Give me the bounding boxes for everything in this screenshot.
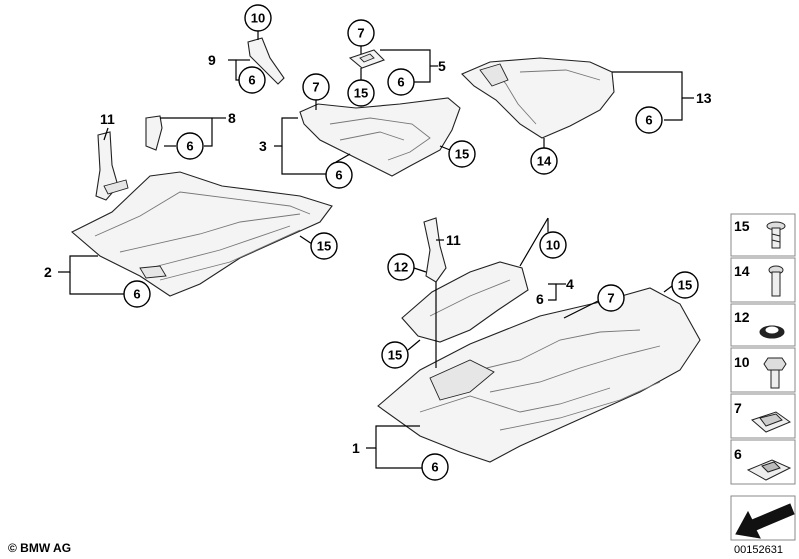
callout-10-top: 10 xyxy=(244,4,272,32)
label-8: 8 xyxy=(228,110,236,126)
arrow-icon xyxy=(730,495,796,541)
part-4-shield xyxy=(401,261,529,343)
callout-10-right: 10 xyxy=(539,231,567,259)
svg-text:10: 10 xyxy=(546,238,560,253)
legend-number: 6 xyxy=(734,446,742,462)
callout-6-part-13: 6 xyxy=(635,106,663,134)
label-2: 2 xyxy=(44,264,52,280)
label-1: 1 xyxy=(352,440,360,456)
callout-7-part-1: 7 xyxy=(597,284,625,312)
part-13-liner xyxy=(461,57,615,139)
part-2-underbody-shield-left xyxy=(71,171,333,297)
legend-item-15: 15 xyxy=(730,213,796,257)
callout-14: 14 xyxy=(530,147,558,175)
callout-6-part-9: 6 xyxy=(238,66,266,94)
callout-6-part-8: 6 xyxy=(176,132,204,160)
part-9-bracket xyxy=(247,37,285,85)
hex-bolt-icon xyxy=(763,357,787,389)
legend-item-12: 12 xyxy=(730,303,796,347)
svg-text:6: 6 xyxy=(645,113,652,128)
svg-text:7: 7 xyxy=(312,80,319,95)
callout-6-part-1: 6 xyxy=(421,453,449,481)
part-3-shield xyxy=(299,97,461,177)
legend-number: 7 xyxy=(734,400,742,416)
legend-item-10: 10 xyxy=(730,347,796,393)
callout-15-part-4: 15 xyxy=(381,341,409,369)
label-4: 4 xyxy=(566,276,574,292)
label-11-left: 11 xyxy=(100,111,115,127)
svg-text:7: 7 xyxy=(607,291,614,306)
svg-text:10: 10 xyxy=(251,11,265,26)
label-5: 5 xyxy=(438,58,446,74)
part-1-underbody-shield-main xyxy=(377,287,701,463)
callout-6-part-5: 6 xyxy=(387,68,415,96)
washer-icon xyxy=(759,325,785,339)
callout-15-part-2: 15 xyxy=(310,232,338,260)
callout-7-part-3: 7 xyxy=(302,73,330,101)
svg-text:6: 6 xyxy=(248,73,255,88)
label-9: 9 xyxy=(208,52,216,68)
svg-text:6: 6 xyxy=(186,139,193,154)
fastener-legend: 15 14 12 xyxy=(730,213,796,541)
clip-nut-icon xyxy=(751,411,792,433)
spring-nut-icon xyxy=(746,459,792,481)
callout-7-part-5: 7 xyxy=(347,19,375,47)
callout-15-part-3: 15 xyxy=(448,140,476,168)
svg-text:6: 6 xyxy=(431,460,438,475)
legend-number: 15 xyxy=(734,218,750,234)
svg-text:6: 6 xyxy=(133,287,140,302)
callout-15-part-5: 15 xyxy=(347,79,375,107)
legend-number: 12 xyxy=(734,309,750,325)
svg-text:12: 12 xyxy=(394,260,408,275)
legend-number: 10 xyxy=(734,354,750,370)
svg-text:15: 15 xyxy=(354,86,368,101)
label-3: 3 xyxy=(259,138,267,154)
part-8-small-bracket xyxy=(145,115,163,151)
label-13: 13 xyxy=(696,90,712,106)
svg-text:7: 7 xyxy=(357,26,364,41)
diagram-number: 00152631 xyxy=(734,544,783,556)
svg-text:6: 6 xyxy=(335,168,342,183)
callout-12: 12 xyxy=(387,253,415,281)
svg-text:14: 14 xyxy=(537,154,552,169)
callout-6-part-2: 6 xyxy=(123,280,151,308)
label-11-right: 11 xyxy=(446,232,461,248)
legend-number: 14 xyxy=(734,263,750,279)
part-11-bracket-right xyxy=(423,217,447,283)
label-6-part-4: 6 xyxy=(536,291,544,307)
bolt-icon xyxy=(768,265,784,297)
callout-6-part-3: 6 xyxy=(325,161,353,189)
svg-text:15: 15 xyxy=(317,239,331,254)
svg-text:6: 6 xyxy=(397,75,404,90)
part-5-clip xyxy=(348,49,385,69)
screw-icon xyxy=(766,221,786,249)
legend-item-14: 14 xyxy=(730,257,796,303)
callout-15-part-1-top: 15 xyxy=(671,271,699,299)
svg-text:15: 15 xyxy=(678,278,692,293)
legend-item-6: 6 xyxy=(730,439,796,485)
legend-item-7: 7 xyxy=(730,393,796,439)
copyright-text: © BMW AG xyxy=(8,541,71,555)
leader-lines xyxy=(58,31,694,469)
svg-text:15: 15 xyxy=(455,147,469,162)
svg-text:15: 15 xyxy=(388,348,402,363)
part-11-bracket-left xyxy=(95,131,129,201)
